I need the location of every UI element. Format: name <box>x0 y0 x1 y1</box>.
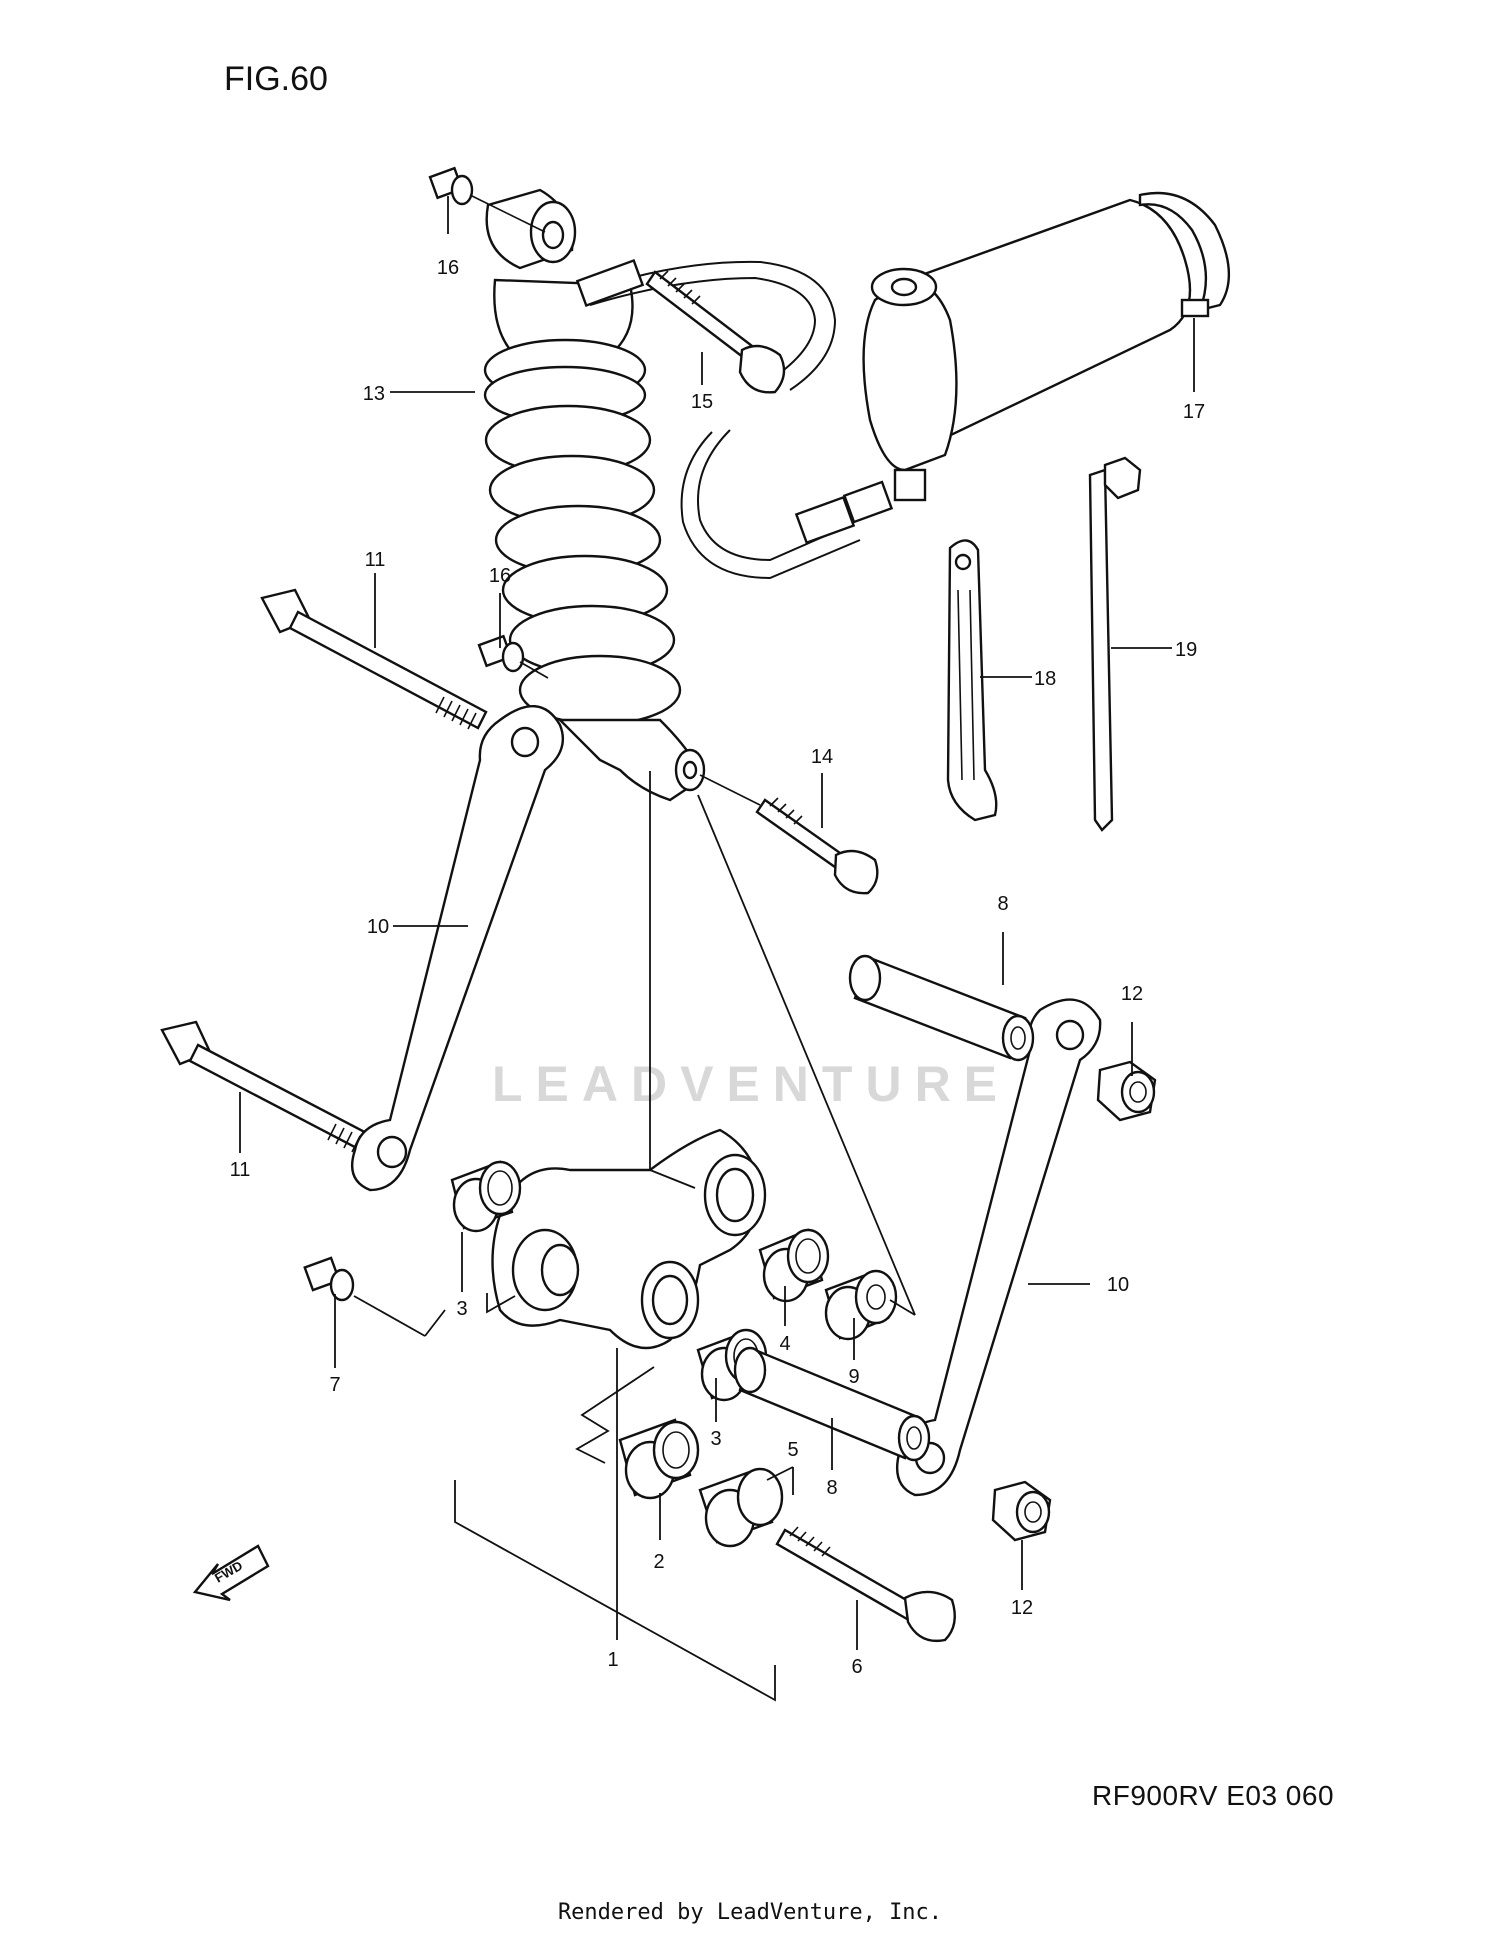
rear-shock-absorber <box>483 188 894 802</box>
callout-8-upper: 8 <box>997 893 1008 915</box>
callout-6: 6 <box>851 1656 862 1678</box>
callout-12-lower: 12 <box>1011 1597 1033 1619</box>
nut-7 <box>303 1256 355 1302</box>
callout-3-upper: 3 <box>456 1298 467 1320</box>
callout-1: 1 <box>607 1649 618 1671</box>
callout-7: 7 <box>329 1374 340 1396</box>
watermark: LEADVENTURE <box>492 1056 1011 1112</box>
callout-11-lower: 11 <box>230 1159 251 1181</box>
callout-16-upper: 16 <box>437 257 459 279</box>
diagram-code: RF900RV E03 060 <box>1092 1780 1335 1811</box>
sleeve-8-upper <box>848 954 1035 1062</box>
nut-16-upper <box>428 166 546 233</box>
callout-16-lower: 16 <box>489 565 511 587</box>
spanner-18 <box>946 539 998 822</box>
shock-reservoir <box>862 191 1230 502</box>
bolt-11-upper <box>260 588 488 730</box>
callout-10-left: 10 <box>367 916 389 938</box>
spacer-9 <box>824 1269 898 1341</box>
bolt-6 <box>775 1526 956 1643</box>
callout-17: 17 <box>1183 401 1205 423</box>
leader-lines <box>239 196 1195 1650</box>
nut-16-lower <box>477 634 549 679</box>
bearing-4 <box>758 1228 830 1303</box>
fwd-arrow-icon: FWD <box>192 1544 270 1602</box>
spanner-19 <box>1088 456 1142 832</box>
callout-19: 19 <box>1175 639 1197 661</box>
callout-9: 9 <box>848 1366 859 1388</box>
callout-4: 4 <box>779 1333 790 1355</box>
callout-15: 15 <box>691 391 713 413</box>
bearing-2 <box>618 1418 700 1500</box>
nut-12-lower <box>991 1480 1052 1542</box>
bolt-15 <box>645 270 786 394</box>
spacer-5 <box>698 1467 784 1548</box>
callout-10-right: 10 <box>1107 1274 1129 1296</box>
bolt-14 <box>699 774 879 895</box>
rod-10-right <box>895 998 1102 1497</box>
callout-2: 2 <box>653 1551 664 1573</box>
rendered-by-footer: Rendered by LeadVenture, Inc. <box>557 1900 943 1925</box>
callout-13: 13 <box>363 383 385 405</box>
callout-12-upper: 12 <box>1121 983 1143 1005</box>
callout-18: 18 <box>1034 668 1056 690</box>
sleeve-8-lower <box>733 1346 931 1462</box>
callout-14: 14 <box>811 746 833 768</box>
callout-11-upper: 11 <box>365 549 386 571</box>
callout-8-lower: 8 <box>826 1477 837 1499</box>
bolt-11-lower <box>160 1020 382 1158</box>
rod-10-left <box>350 704 565 1192</box>
figure-title: FIG.60 <box>224 60 328 98</box>
bearing-3-upper <box>450 1160 522 1233</box>
callout-labels: 1 2 3 3 4 5 6 7 8 8 9 10 10 11 11 12 12 … <box>230 257 1206 1678</box>
callout-3-lower: 3 <box>710 1428 721 1450</box>
cushion-lever <box>491 1128 767 1350</box>
nut-12-upper <box>1096 1060 1157 1122</box>
callout-5: 5 <box>787 1439 798 1461</box>
